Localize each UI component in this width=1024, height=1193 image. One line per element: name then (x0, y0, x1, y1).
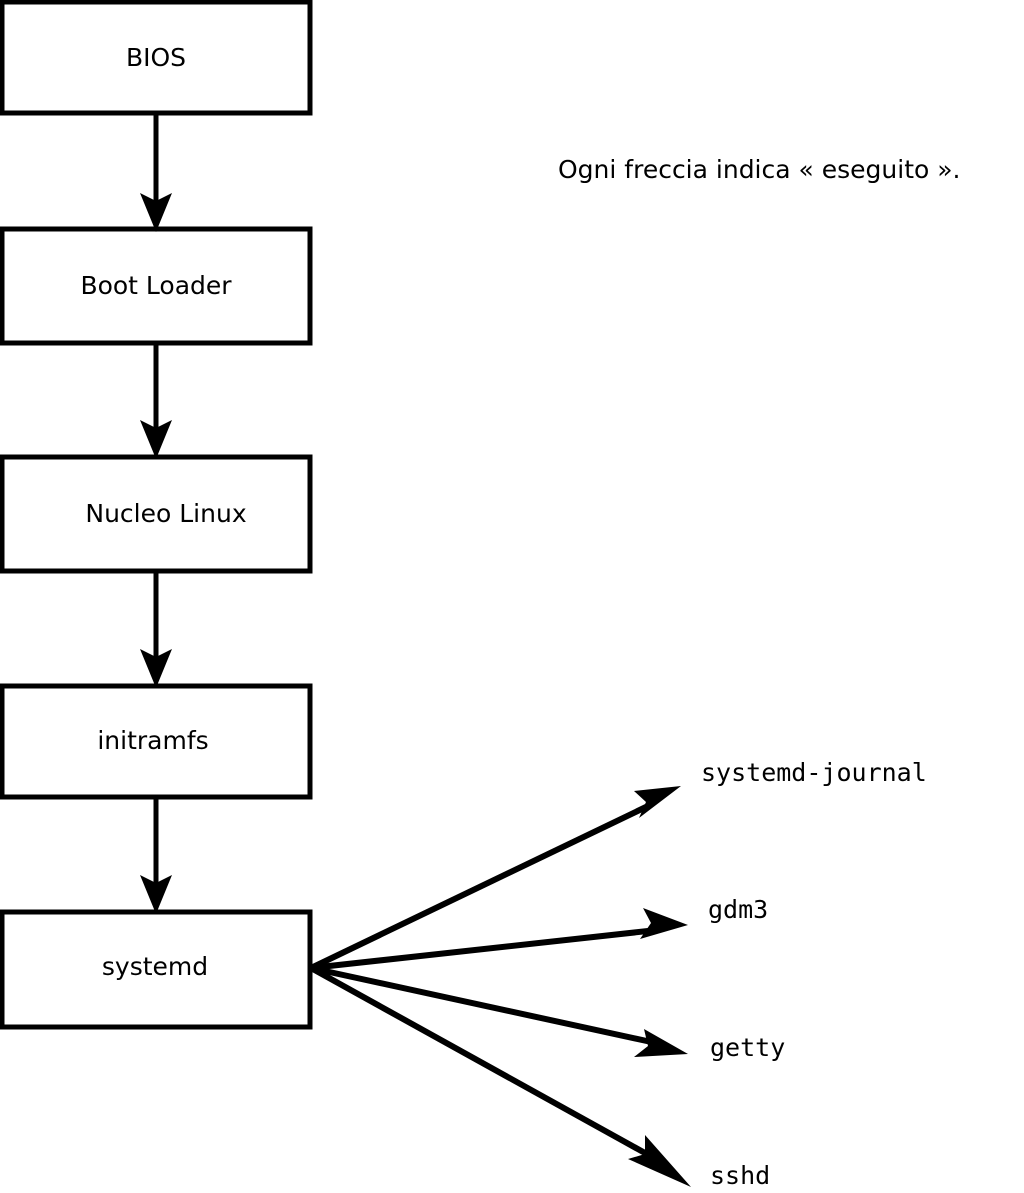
box-boot-loader-rect (0, 226, 313, 346)
box-boot-loader[interactable]: Boot Loader (0, 226, 313, 346)
arrow-head-triangle (634, 786, 681, 818)
box-systemd-rect (0, 909, 313, 1030)
arrow-head-triangle (140, 649, 172, 688)
arrow-nucleo-linux-to-initramfs (140, 571, 172, 688)
arrow-shaft (310, 927, 658, 971)
arrow-head-triangle (628, 1135, 691, 1187)
arrow-bios-to-boot-loader (140, 113, 172, 232)
box-initramfs[interactable]: initramfs (0, 683, 313, 800)
arrow-head-triangle (634, 1029, 688, 1057)
arrow-systemd-to-sshd (309, 965, 691, 1187)
arrow-head-triangle (140, 420, 172, 459)
arrow-head-triangle (640, 908, 688, 939)
diagram-caption: Ogni freccia indica « eseguito ». (558, 155, 961, 184)
arrow-head-triangle (140, 875, 172, 914)
box-systemd-label: systemd (102, 952, 208, 981)
box-bios-label: BIOS (126, 43, 186, 72)
service-label-sshd: sshd (710, 1161, 770, 1190)
box-initramfs-rect (0, 683, 313, 800)
box-nucleo-linux[interactable]: Nucleo Linux (0, 454, 313, 574)
box-bios-rect (0, 0, 313, 116)
box-systemd[interactable]: systemd (0, 909, 313, 1030)
service-label-systemd-journal: systemd-journal (701, 758, 927, 787)
arrow-initramfs-to-systemd (140, 797, 172, 914)
box-initramfs-label: initramfs (97, 726, 208, 755)
arrow-boot-loader-to-nucleo-linux (140, 343, 172, 459)
service-label-getty: getty (710, 1033, 785, 1062)
arrow-shaft (309, 803, 650, 971)
arrow-head-triangle (140, 193, 172, 232)
arrow-systemd-to-gdm3 (310, 908, 688, 971)
arrow-systemd-to-getty (310, 965, 688, 1057)
box-bios[interactable]: BIOS (0, 0, 313, 116)
box-nucleo-linux-label: Nucleo Linux (85, 499, 246, 528)
box-boot-loader-label: Boot Loader (80, 271, 232, 300)
arrow-shaft (310, 965, 657, 1046)
arrow-systemd-to-systemd-journal (309, 786, 681, 971)
service-label-gdm3: gdm3 (708, 895, 768, 924)
arrow-shaft (309, 965, 656, 1161)
